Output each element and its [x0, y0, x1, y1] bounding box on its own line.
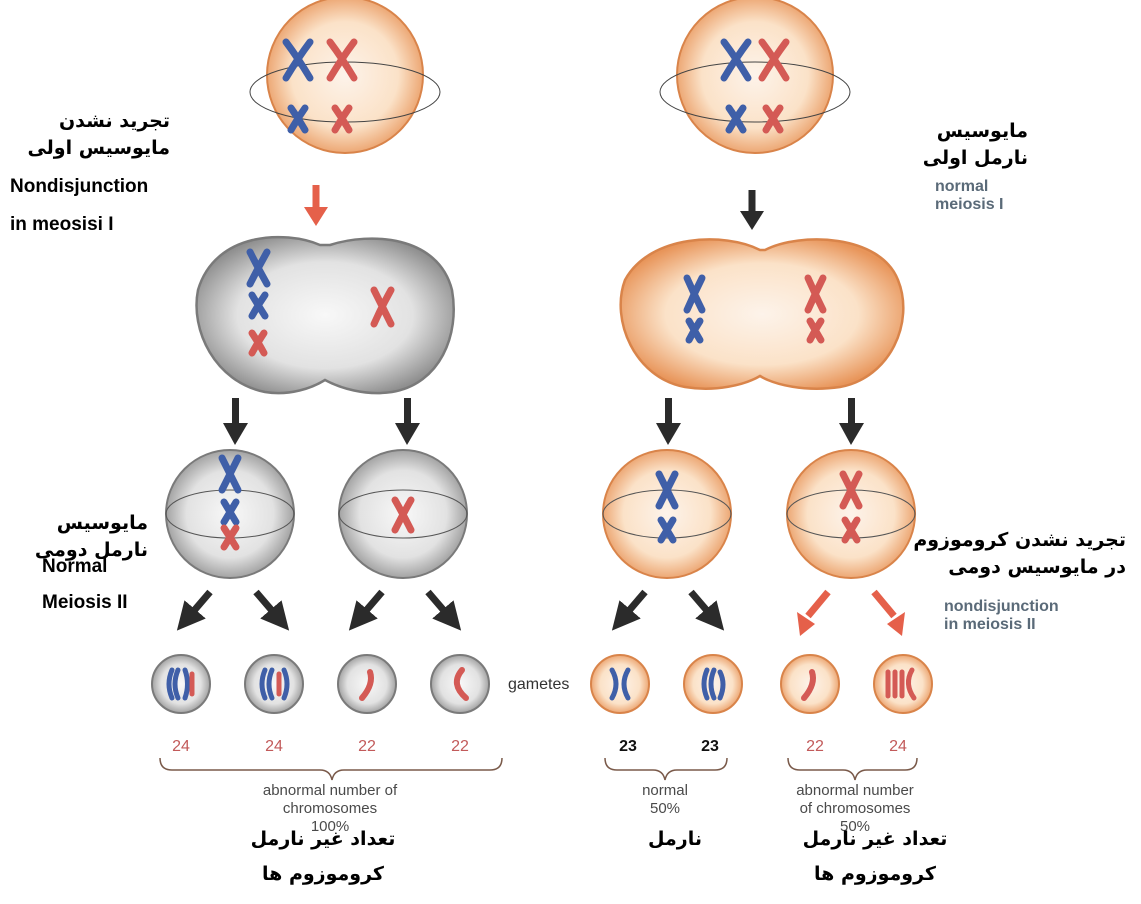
gamete-5 — [590, 654, 650, 714]
gamete-count-4: 22 — [451, 738, 469, 755]
right-meiosis1-fa-line1: مایوسیس — [936, 120, 1028, 142]
right-meiosis1-en-line2: meiosis I — [935, 196, 1004, 214]
gamete-count-7: 22 — [806, 738, 824, 755]
gamete-count-3: 22 — [358, 738, 376, 755]
footer-right: تعداد غیر نارمل کروموزوم ها — [790, 826, 960, 887]
left-meiosis2-fa-label: مایوسیس نارمل دومی — [20, 510, 148, 563]
left-meiosis2-fa-line2: نارمل دومی — [34, 538, 148, 561]
gamete-count-8: 24 — [889, 738, 907, 755]
caption-middle-line1: normal — [642, 782, 688, 799]
left-parent-cell — [249, 0, 441, 154]
caption-left: abnormal number of chromosomes 100% — [263, 782, 397, 836]
brace-right — [787, 757, 918, 781]
gametes-label: gametes — [508, 676, 570, 693]
right-meiosis2-en-label: nondisjunction in meiosis II — [944, 598, 1059, 635]
right-meiosis1-fa-line2: نارمل اولی — [922, 146, 1028, 169]
right-meiosis2-fa-line1: تجرید نشدن کروموزوم — [913, 529, 1126, 551]
gamete-7 — [780, 654, 840, 714]
gamete-count-5: 23 — [619, 738, 637, 755]
right-meiosis2-fa-line2: در مایوسیس دومی — [948, 555, 1126, 578]
left-meiosis2-cell-b — [338, 449, 468, 579]
right-meiosis1-en-label: normal meiosis I — [935, 178, 1003, 215]
footer-middle: نارمل — [648, 828, 702, 850]
caption-left-line1: abnormal number of — [262, 782, 398, 799]
footer-right-line1: تعداد غیر نارمل — [802, 828, 948, 850]
right-parent-cell — [659, 0, 851, 154]
footer-right-line2: کروموزوم ها — [814, 862, 936, 885]
arrows-meiosis2-red — [797, 589, 905, 636]
caption-right-line3: 50% — [839, 818, 871, 835]
brace-middle — [604, 757, 728, 781]
gamete-8 — [873, 654, 933, 714]
gamete-3 — [337, 654, 397, 714]
arrow-right-meiosis1 — [740, 190, 764, 230]
left-meiosis2-en-line2: Meiosis II — [42, 592, 128, 613]
right-meiosis1-en-line1: normal — [935, 178, 989, 195]
gamete-2 — [244, 654, 304, 714]
brace-left — [159, 757, 503, 781]
gamete-braces — [159, 757, 918, 781]
left-meiosis1-fa-label: تجرید نشدن مایوسیس اولی — [27, 108, 170, 161]
arrows-meiosis2-outcome — [176, 589, 725, 631]
gamete-count-1: 24 — [172, 738, 190, 755]
footer-left-line1: تعداد غیر نارمل — [250, 828, 396, 850]
caption-middle-line2: 50% — [649, 800, 681, 817]
left-meiosis1-en-line2: in meosisi I — [10, 214, 114, 235]
right-meiosis1-fa-label: مایوسیس نارمل اولی — [900, 118, 1028, 171]
right-dividing-cell — [619, 238, 905, 390]
footer-left: تعداد غیر نارمل کروموزوم ها — [238, 826, 408, 887]
right-meiosis2-en-line2: in meiosis II — [944, 616, 1036, 634]
right-meiosis2-cell-b — [786, 449, 916, 579]
left-meiosis2-fa-line1: مایوسیس — [56, 512, 148, 534]
caption-right-line1: abnormal number — [796, 782, 914, 799]
arrows-meiosis1-outcome — [223, 398, 864, 445]
gamete-count-2: 24 — [265, 738, 283, 755]
gamete-4 — [430, 654, 490, 714]
right-meiosis2-cell-a — [602, 449, 732, 579]
caption-middle: normal 50% — [642, 782, 688, 818]
gamete-1 — [151, 654, 211, 714]
arrow-left-meiosis1 — [304, 185, 328, 226]
left-meiosis1-fa-line1: تجرید نشدن — [58, 110, 170, 132]
caption-right: abnormal number of chromosomes 50% — [796, 782, 914, 836]
left-meiosis2-cell-a — [165, 449, 295, 579]
gamete-count-6: 23 — [701, 738, 719, 755]
right-meiosis2-en-line1: nondisjunction — [944, 598, 1059, 615]
right-meiosis2-fa-label: تجرید نشدن کروموزوم در مایوسیس دومی — [900, 527, 1126, 580]
gamete-6 — [683, 654, 743, 714]
left-dividing-cell — [195, 235, 455, 395]
left-meiosis2-en-line1: Normal — [42, 556, 108, 577]
left-meiosis1-fa-line2: مایوسیس اولی — [27, 136, 170, 159]
footer-left-line2: کروموزوم ها — [262, 862, 384, 885]
caption-left-line3: 100% — [310, 818, 350, 835]
caption-left-line2: chromosomes — [282, 800, 378, 817]
left-meiosis1-en-line1: Nondisjunction — [10, 176, 149, 197]
caption-right-line2: of chromosomes — [799, 800, 911, 817]
